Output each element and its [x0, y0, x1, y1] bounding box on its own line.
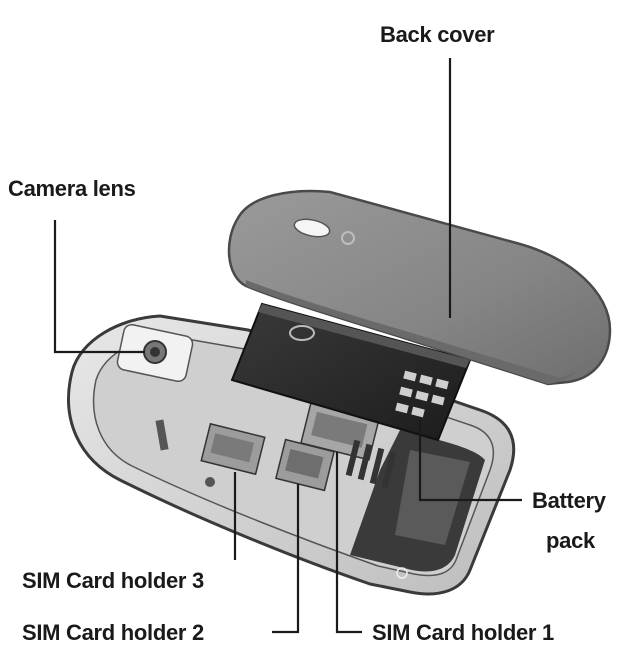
- label-sim-holder-1: SIM Card holder 1: [372, 620, 554, 645]
- label-battery-line1: Battery: [532, 488, 607, 513]
- label-camera-lens: Camera lens: [8, 176, 136, 201]
- label-sim-holder-3: SIM Card holder 3: [22, 568, 204, 593]
- label-back-cover: Back cover: [380, 22, 495, 47]
- label-sim-holder-2: SIM Card holder 2: [22, 620, 204, 645]
- label-battery-line2: pack: [546, 528, 596, 553]
